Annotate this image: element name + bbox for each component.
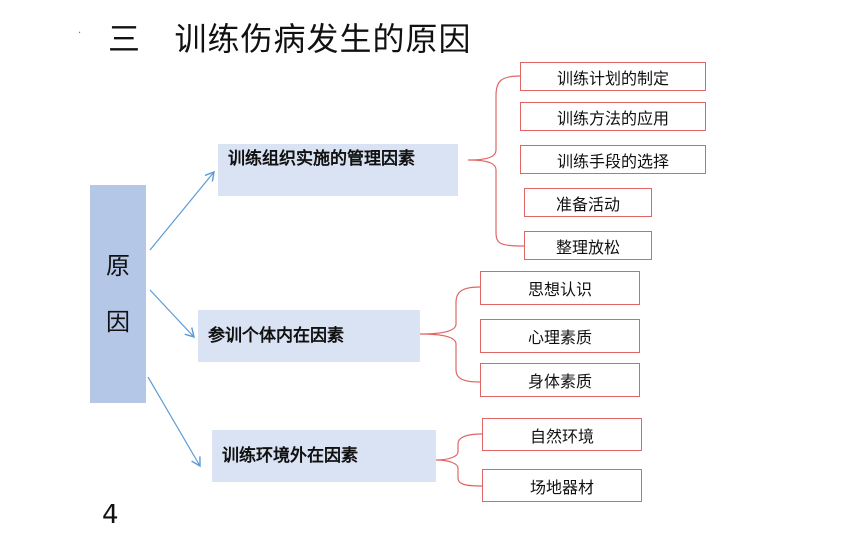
arrow-to-category-1 [149,170,215,251]
root-node: 原 因 [90,185,146,403]
leaf-cool-down: 整理放松 [524,231,652,260]
leaf-mindset: 思想认识 [480,271,640,305]
brace-category-1 [467,75,525,247]
leaf-label: 训练计划的制定 [556,68,669,88]
brace-category-2 [419,286,481,383]
leaf-label: 场地器材 [529,477,594,497]
leaf-label: 训练手段的选择 [556,151,669,171]
leaf-label: 心理素质 [527,328,592,347]
category-label: 训练组织实施的管理因素 [228,149,415,169]
leaf-label: 自然环境 [529,426,594,446]
decorative-dot: · [78,28,82,39]
leaf-warm-up: 准备活动 [524,188,652,217]
category-management: 训练组织实施的管理因素 [218,144,458,196]
leaf-physique: 身体素质 [480,363,640,397]
slide-title: 三 训练伤病发生的原因 [108,20,472,58]
category-label: 参训个体内在因素 [208,326,344,346]
leaf-label: 整理放松 [555,237,620,257]
brace-category-3 [435,433,483,487]
leaf-label: 训练方法的应用 [556,108,669,128]
page-number: 4 [102,500,119,530]
arrow-to-category-3 [147,376,201,468]
leaf-label: 思想认识 [527,280,592,299]
root-char-2: 因 [106,308,130,336]
category-label: 训练环境外在因素 [222,446,358,466]
leaf-training-plan: 训练计划的制定 [520,62,706,91]
leaf-label: 身体素质 [527,372,592,391]
category-individual: 参训个体内在因素 [198,310,420,362]
leaf-venue-equipment: 场地器材 [482,469,642,502]
leaf-training-means: 训练手段的选择 [520,145,706,174]
arrow-to-category-2 [149,289,195,339]
leaf-psychology: 心理素质 [480,319,640,353]
leaf-training-method: 训练方法的应用 [520,102,706,131]
root-char-1: 原 [106,252,130,280]
leaf-label: 准备活动 [555,194,620,214]
leaf-natural-environment: 自然环境 [482,418,642,451]
category-environment: 训练环境外在因素 [212,430,436,482]
